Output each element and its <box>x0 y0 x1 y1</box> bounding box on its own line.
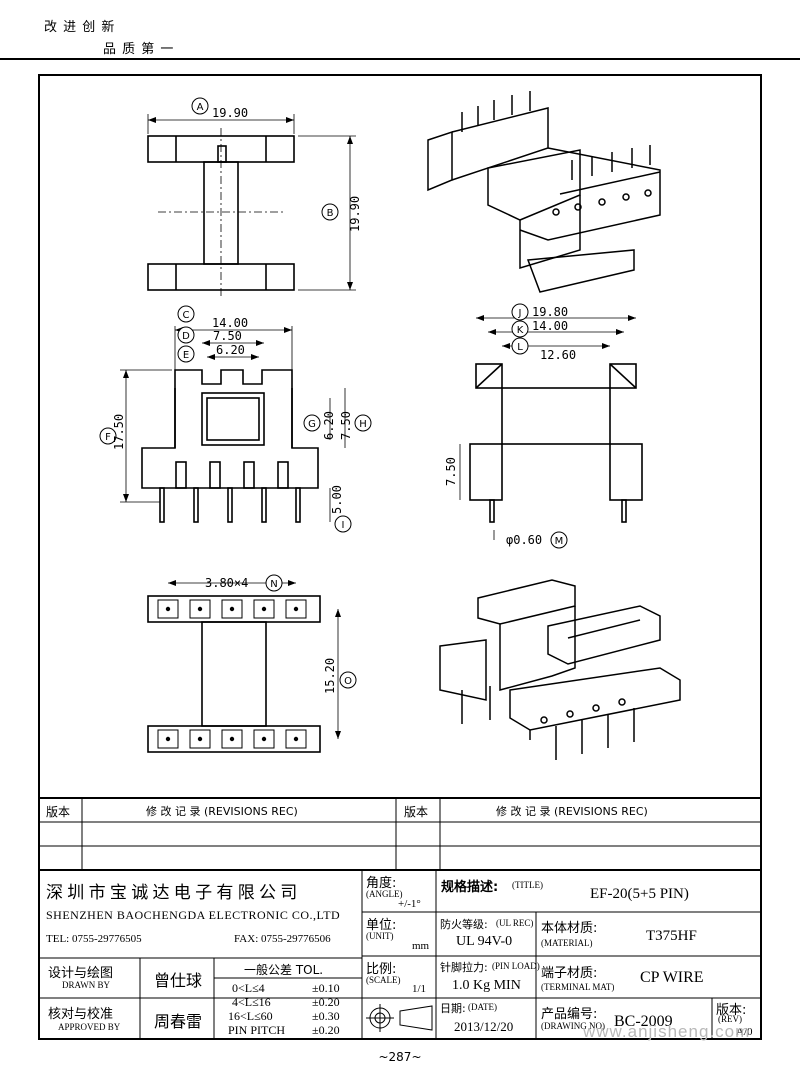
unit-label: 单位: <box>366 918 397 933</box>
approved-by-name: 周春雷 <box>154 1012 203 1031</box>
tol-row-2-range: 16<L≤60 <box>228 1009 273 1023</box>
dim-g-value: 6.20 <box>322 411 336 440</box>
label-c: C <box>183 310 190 321</box>
rev-col-record-2: 修 改 记 录 (REVISIONS REC) <box>496 805 648 818</box>
approved-by-label-en: APPROVED BY <box>58 1022 121 1032</box>
drawn-by-label-en: DRAWN BY <box>62 980 111 990</box>
date-label-en: (DATE) <box>468 1002 497 1012</box>
dim-f-value: 17.50 <box>112 414 126 450</box>
title-value: EF-20(5+5 PIN) <box>590 886 689 902</box>
dim-n-value: 3.80×4 <box>205 576 248 590</box>
label-n: N <box>270 579 277 590</box>
terminal-mat-label: 端子材质: <box>541 966 598 981</box>
label-f: F <box>105 432 111 443</box>
terminal-mat-label-en: (TERMINAL MAT) <box>541 982 615 992</box>
drawing-no-label: 产品编号: <box>541 1007 598 1022</box>
technical-drawings: A B C D E F G H I J K L M N O 19.90 19.9… <box>99 91 681 760</box>
rev-col-record-1: 修 改 记 录 (REVISIONS REC) <box>146 805 298 818</box>
dim-a-value: 19.90 <box>212 106 248 120</box>
rev-col-version-2: 版本 <box>404 805 429 819</box>
label-i: I <box>342 520 345 531</box>
label-a: A <box>197 102 204 113</box>
tol-row-3-value: ±0.20 <box>312 1023 340 1037</box>
tol-row-1-value: ±0.20 <box>312 995 340 1009</box>
label-j: J <box>518 308 522 319</box>
ul-value: UL 94V-0 <box>456 934 513 949</box>
dim-e-value: 6.20 <box>216 343 245 357</box>
dim-b-value: 19.90 <box>348 196 362 232</box>
rev-label: 版本: <box>716 1003 747 1018</box>
label-h: H <box>359 419 367 430</box>
drawing-frame <box>38 74 762 1040</box>
date-label: 日期: <box>440 1002 466 1015</box>
drawn-by-name: 曾仕球 <box>154 971 203 990</box>
tol-row-3-range: PIN PITCH <box>228 1023 286 1037</box>
header-rule <box>0 58 800 60</box>
dim-c-value: 14.00 <box>212 316 248 330</box>
label-d: D <box>182 331 190 342</box>
label-o: O <box>344 676 352 687</box>
dim-d-value: 7.50 <box>213 329 242 343</box>
title-label-en: (TITLE) <box>512 880 543 890</box>
unit-label-en: (UNIT) <box>366 931 394 941</box>
rev-label-en: (REV) <box>718 1014 742 1024</box>
ul-label-en: (UL REC) <box>496 918 534 928</box>
material-label: 本体材质: <box>541 921 598 936</box>
page-number: ~287~ <box>378 1050 422 1064</box>
approved-by-label: 核对与校准 <box>48 1007 114 1022</box>
company-name-cn: 深圳市宝诚达电子有限公司 <box>46 883 302 903</box>
dim-i-value: 5.00 <box>330 485 344 514</box>
dim-j-value: 19.80 <box>532 305 568 319</box>
pin-load-label-en: (PIN LOAD) <box>492 961 540 971</box>
date-value: 2013/12/20 <box>454 1019 514 1034</box>
label-l: L <box>517 342 523 353</box>
tol-row-2-value: ±0.30 <box>312 1009 340 1023</box>
angle-label-en: (ANGLE) <box>366 889 403 899</box>
label-m: M <box>555 536 564 547</box>
dim-k-value: 14.00 <box>532 319 568 333</box>
pin-load-label: 针脚拉力: <box>440 961 488 974</box>
slogan-line-1: 改 进 创 新 <box>44 20 116 35</box>
company-tel: TEL: 0755-29776505 <box>46 933 142 945</box>
rev-col-version-1: 版本 <box>46 805 71 819</box>
company-name-en: SHENZHEN BAOCHENGDA ELECTRONIC CO.,LTD <box>46 908 341 922</box>
label-e: E <box>183 350 189 361</box>
label-k: K <box>517 325 524 336</box>
label-g: G <box>308 419 316 430</box>
angle-label: 角度: <box>366 876 397 891</box>
tol-row-1-range: 4<L≤16 <box>232 995 271 1009</box>
scale-label-en: (SCALE) <box>366 975 401 985</box>
scale-label: 比例: <box>366 962 397 977</box>
label-b: B <box>327 208 334 219</box>
drawn-by-label: 设计与绘图 <box>48 966 114 981</box>
dim-l-value: 12.60 <box>540 348 576 362</box>
tol-row-0-value: ±0.10 <box>312 981 340 995</box>
pin-load-value: 1.0 Kg MIN <box>452 978 521 993</box>
drawing-no-value: BC-2009 <box>614 1013 673 1030</box>
drawing-no-label-en: (DRAWING NO) <box>541 1021 606 1031</box>
tolerance-title: 一般公差 TOL. <box>244 963 324 977</box>
material-label-en: (MATERIAL) <box>541 938 593 948</box>
tol-row-0-range: 0<L≤4 <box>232 981 265 995</box>
dim-side-h-value: 7.50 <box>444 457 458 486</box>
ul-label: 防火等级: <box>440 918 488 931</box>
company-fax: FAX: 0755-29776506 <box>234 933 331 945</box>
dim-m-value: φ0.60 <box>506 533 542 547</box>
dim-h-value: 7.50 <box>339 411 353 440</box>
rev-value: A/0 <box>736 1026 753 1038</box>
terminal-mat-value: CP WIRE <box>640 969 704 986</box>
title-label: 规格描述: <box>441 880 499 895</box>
material-value: T375HF <box>646 928 697 944</box>
angle-value: +/-1° <box>398 898 421 910</box>
dim-o-value: 15.20 <box>323 658 337 694</box>
watermark: www.anjisheng.com <box>583 1022 751 1041</box>
scale-value: 1/1 <box>412 983 427 995</box>
slogan-line-2: 品 质 第 一 <box>103 42 175 57</box>
unit-value: mm <box>412 940 430 952</box>
